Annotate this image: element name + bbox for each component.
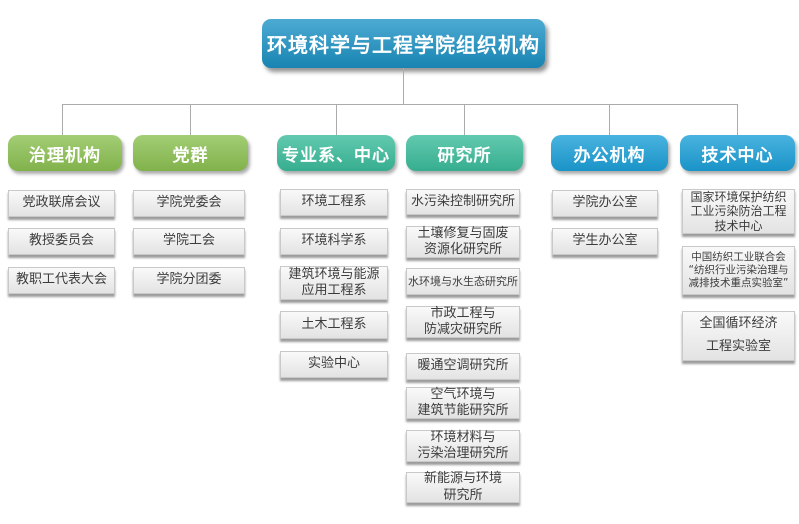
org-node: 暖通空调研究所 [406, 353, 520, 380]
branch-header-departments: 专业系、中心 [277, 135, 395, 171]
org-node: 建筑环境与能源 应用工程系 [280, 266, 388, 300]
org-node: 全国循环经济 工程实验室 [682, 311, 795, 361]
connector-drop-departments [336, 104, 337, 135]
org-node: 环境科学系 [280, 228, 388, 255]
org-node: 中国纺织工业联合会 “纺织行业污染治理与 减排技术重点实验室” [682, 246, 795, 295]
connector-drop-tech-centers [737, 104, 738, 135]
org-node: 国家环境保护纺织 工业污染防治工程 技术中心 [682, 189, 795, 234]
branch-header-tech-centers: 技术中心 [680, 135, 795, 171]
connector-drop-institutes [464, 104, 465, 135]
connector-drop-offices [609, 104, 610, 135]
org-node: 学院工会 [133, 228, 245, 255]
connector-horizontal-bar [62, 104, 738, 105]
org-node: 土壤修复与固废 资源化研究所 [406, 226, 520, 258]
org-node: 土木工程系 [280, 311, 388, 339]
branch-header-party: 党群 [133, 135, 248, 171]
connector-drop-party [190, 104, 191, 135]
org-node: 党政联席会议 [8, 190, 115, 217]
org-node: 学生办公室 [552, 228, 658, 255]
branch-header-institutes: 研究所 [406, 135, 523, 171]
org-node: 教职工代表大会 [8, 267, 115, 294]
org-chart-title: 环境科学与工程学院组织机构 [262, 19, 545, 68]
connector-drop-governance [62, 104, 63, 135]
org-node: 实验中心 [280, 351, 388, 378]
org-node: 水污染控制研究所 [406, 189, 520, 215]
org-node: 学院分团委 [133, 267, 245, 294]
org-node: 新能源与环境 研究所 [406, 471, 520, 503]
org-node: 环境工程系 [280, 189, 388, 216]
org-node: 学院党委会 [133, 190, 245, 217]
org-node: 教授委员会 [8, 228, 115, 255]
org-node: 学院办公室 [552, 190, 658, 217]
org-node: 水环境与水生态研究所 [406, 268, 520, 295]
org-node: 市政工程与 防减灾研究所 [406, 306, 520, 338]
org-node: 空气环境与 建筑节能研究所 [406, 387, 520, 419]
branch-header-governance: 治理机构 [8, 135, 122, 171]
connector-root-stem [403, 68, 404, 104]
org-node: 环境材料与 污染治理研究所 [406, 430, 520, 462]
branch-header-offices: 办公机构 [551, 135, 668, 171]
